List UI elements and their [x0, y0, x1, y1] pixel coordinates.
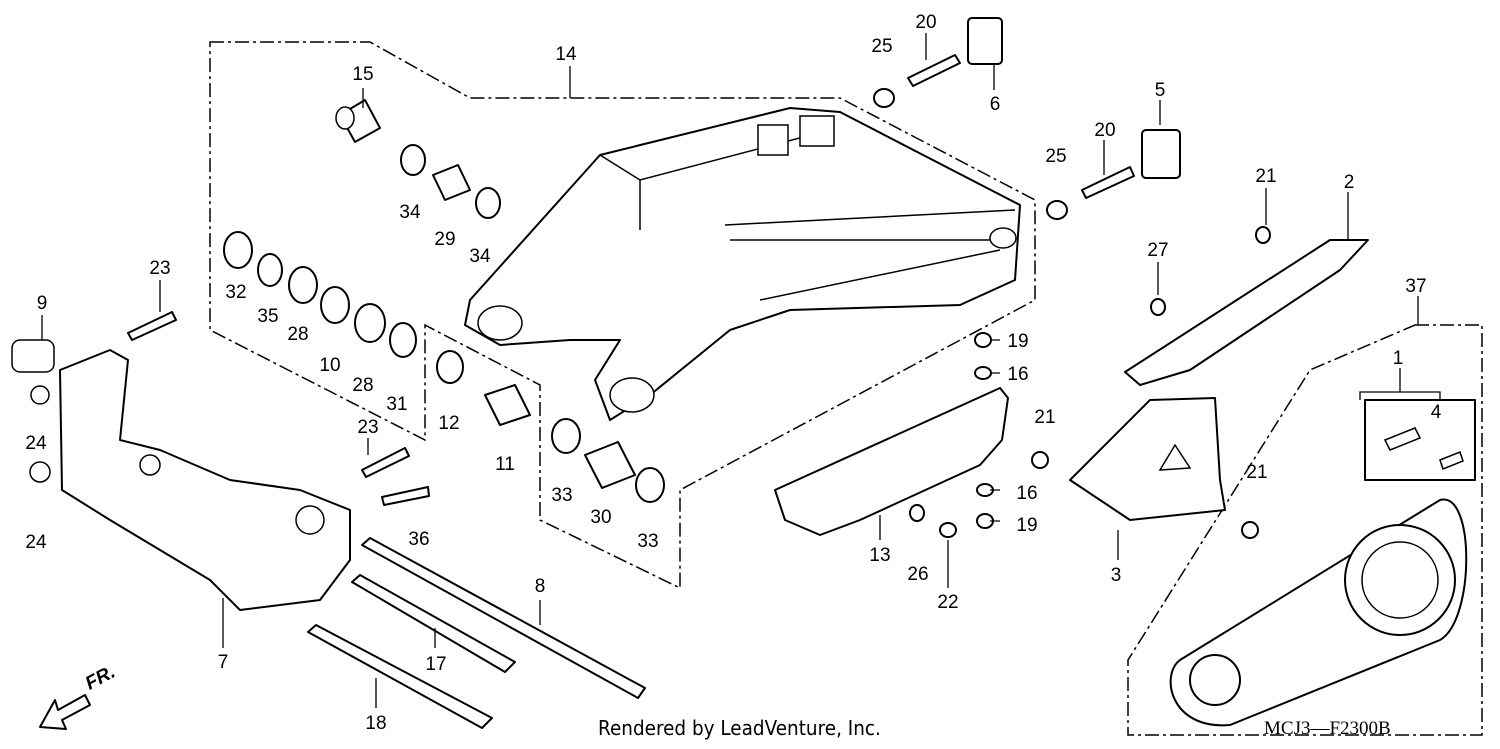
master-link-4[interactable] — [1364, 399, 1476, 481]
rear-axle-holder-7[interactable] — [11, 339, 351, 611]
callout-32: 32 — [225, 282, 246, 303]
credit-text: Rendered by LeadVenture, Inc. — [598, 716, 881, 740]
callout-17: 17 — [425, 654, 446, 675]
swingarm-group-boundary — [209, 41, 1036, 590]
callout-37: 37 — [1405, 276, 1426, 297]
callout-21b: 21 — [1034, 407, 1055, 428]
callout-20a: 20 — [915, 12, 936, 33]
callout-23b: 23 — [357, 417, 378, 438]
callout-14: 14 — [555, 44, 577, 65]
callout-25a: 25 — [871, 36, 892, 57]
callout-28a: 28 — [287, 324, 308, 345]
callout-29: 29 — [434, 229, 455, 250]
callout-19b: 19 — [1016, 515, 1037, 536]
drive-chain-kit-1[interactable] — [1169, 498, 1468, 727]
callout-16b: 16 — [1016, 483, 1037, 504]
front-direction-arrow-icon — [39, 694, 91, 730]
bolt-17[interactable] — [351, 574, 516, 673]
callout-5: 5 — [1155, 80, 1166, 101]
callout-8: 8 — [535, 576, 546, 597]
callout-7: 7 — [218, 652, 229, 673]
chain-group-boundary — [1127, 324, 1483, 736]
callout-12: 12 — [438, 413, 459, 434]
callout-16a: 16 — [1007, 364, 1028, 385]
callout-2: 2 — [1344, 172, 1355, 193]
callout-20b: 20 — [1094, 120, 1115, 141]
callout-24a: 24 — [25, 433, 47, 454]
callout-3: 3 — [1111, 565, 1122, 586]
callout-28b: 28 — [352, 375, 373, 396]
callout-21c: 21 — [1246, 462, 1267, 483]
callout-15: 15 — [352, 64, 373, 85]
callout-24b: 24 — [25, 532, 47, 553]
callout-30: 30 — [590, 507, 611, 528]
diagram-code: MCJ3—F2300B — [1264, 718, 1391, 739]
callout-27: 27 — [1147, 240, 1168, 261]
callout-4: 4 — [1431, 402, 1442, 423]
callout-labels: 14 15 20 25 6 5 20 25 21 2 27 37 19 16 1… — [25, 12, 1441, 734]
callout-36: 36 — [408, 529, 429, 550]
callout-23a: 23 — [149, 258, 170, 279]
callout-6: 6 — [990, 94, 1001, 115]
callout-34b: 34 — [469, 246, 491, 267]
callout-10: 10 — [319, 355, 340, 376]
callout-1: 1 — [1393, 348, 1404, 369]
callout-9: 9 — [37, 293, 48, 314]
callout-21a: 21 — [1255, 166, 1276, 187]
clips-and-bolts[interactable] — [909, 226, 1271, 539]
leader-lines — [41, 33, 1441, 708]
chain-guard-3[interactable] — [1069, 397, 1226, 521]
callout-31: 31 — [386, 394, 407, 415]
callout-11: 11 — [495, 454, 515, 475]
pivot-bearing-parts[interactable] — [223, 144, 665, 503]
fasteners[interactable] — [127, 17, 1181, 506]
callout-13: 13 — [869, 545, 890, 566]
callout-25b: 25 — [1045, 146, 1066, 167]
chain-slider-13[interactable] — [774, 387, 1009, 536]
bolt-8[interactable] — [361, 537, 646, 699]
swingarm-part[interactable] — [464, 107, 1021, 421]
callout-33b: 33 — [637, 531, 658, 552]
callout-18: 18 — [365, 713, 386, 734]
bolt-18[interactable] — [307, 624, 493, 729]
callout-26: 26 — [907, 564, 928, 585]
pivot-collar-15[interactable] — [335, 99, 381, 143]
callout-35: 35 — [257, 306, 278, 327]
callout-33a: 33 — [551, 485, 572, 506]
chain-case-2[interactable] — [1124, 239, 1369, 386]
callout-19a: 19 — [1007, 331, 1028, 352]
callout-34a: 34 — [399, 202, 421, 223]
callout-22: 22 — [937, 592, 958, 613]
